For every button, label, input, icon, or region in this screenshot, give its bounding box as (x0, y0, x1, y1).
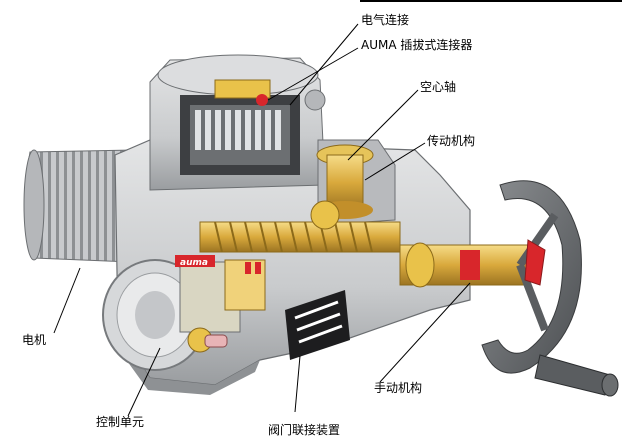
leader-lines (53, 23, 471, 417)
label-auma-plug-connector: AUMA 插拔式连接器 (361, 38, 473, 52)
label-valve-attachment: 阀门联接装置 (268, 423, 341, 437)
top-rule (360, 0, 622, 2)
brand-plate (175, 255, 215, 267)
worm-shaft (199, 200, 401, 253)
valve-attachment (285, 290, 350, 360)
label-hollow-shaft: 空心轴 (420, 80, 457, 94)
label-motor: 电机 (22, 333, 47, 347)
electrical-compartment (149, 54, 326, 191)
label-electrical-connection: 电气连接 (361, 13, 410, 27)
gear-housing (316, 139, 396, 226)
brand-text: auma (180, 258, 208, 268)
handwheel (481, 180, 619, 397)
label-handwheel: 手动机构 (374, 381, 423, 395)
control-unit-internals (179, 259, 266, 353)
label-transmission: 传动机构 (427, 134, 476, 148)
label-control-unit: 控制单元 (96, 415, 145, 429)
motor-body (23, 149, 133, 263)
handwheel-shaft (399, 242, 531, 288)
